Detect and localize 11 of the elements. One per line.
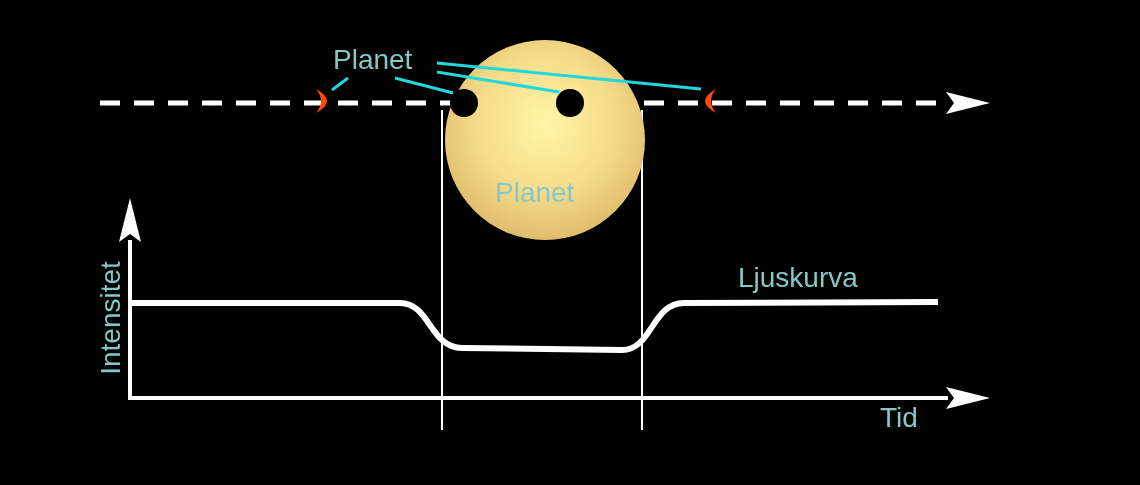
leader-line [436,70,560,94]
leader-line [394,76,454,95]
axis-title: Tid [880,402,918,434]
leader-line [331,76,349,92]
axis-title: Intensitet [95,261,127,375]
planet-dot [556,89,584,117]
leader-line [436,61,702,91]
planet-dot [450,89,478,117]
star-label: Planet [495,177,575,209]
curve-label: Ljuskurva [738,262,858,294]
planet-label: Planet [333,44,437,78]
